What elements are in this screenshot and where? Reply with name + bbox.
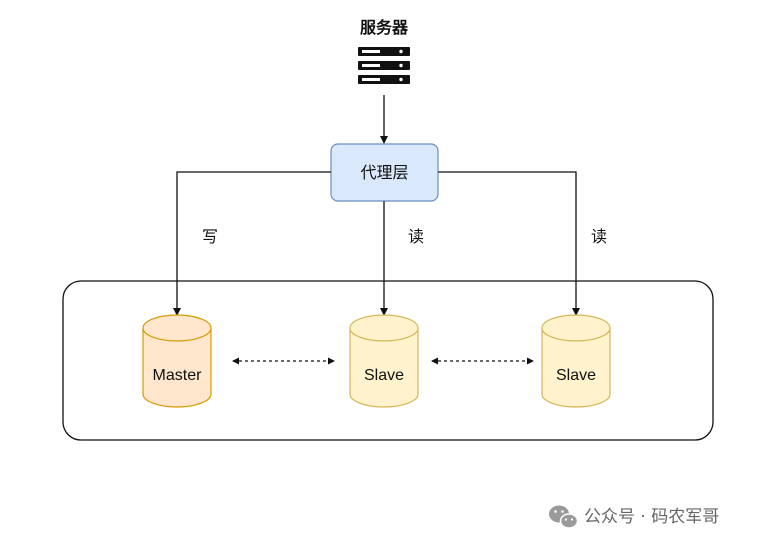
proxy-label: 代理层 [360,163,408,182]
slave-2-label: Slave [556,367,596,384]
server-rack-icon [358,47,410,84]
read-edge-2 [438,171,580,316]
master-db: Master [142,314,212,408]
slave-db-2: Slave [541,314,611,408]
watermark-text: 公众号 · 码农军哥 [584,507,719,527]
db-cluster-container [62,280,714,441]
wechat-icon [549,505,579,529]
master-label: Master [153,367,203,384]
read-label-1: 读 [408,227,424,246]
slave-1-label: Slave [364,367,404,384]
proxy-layer-node: 代理层 [330,143,439,202]
slave-db-1: Slave [349,314,419,408]
read-label-2: 读 [591,227,607,246]
server-label: 服务器 [360,18,409,37]
write-edge [173,171,331,316]
write-label: 写 [202,227,218,246]
